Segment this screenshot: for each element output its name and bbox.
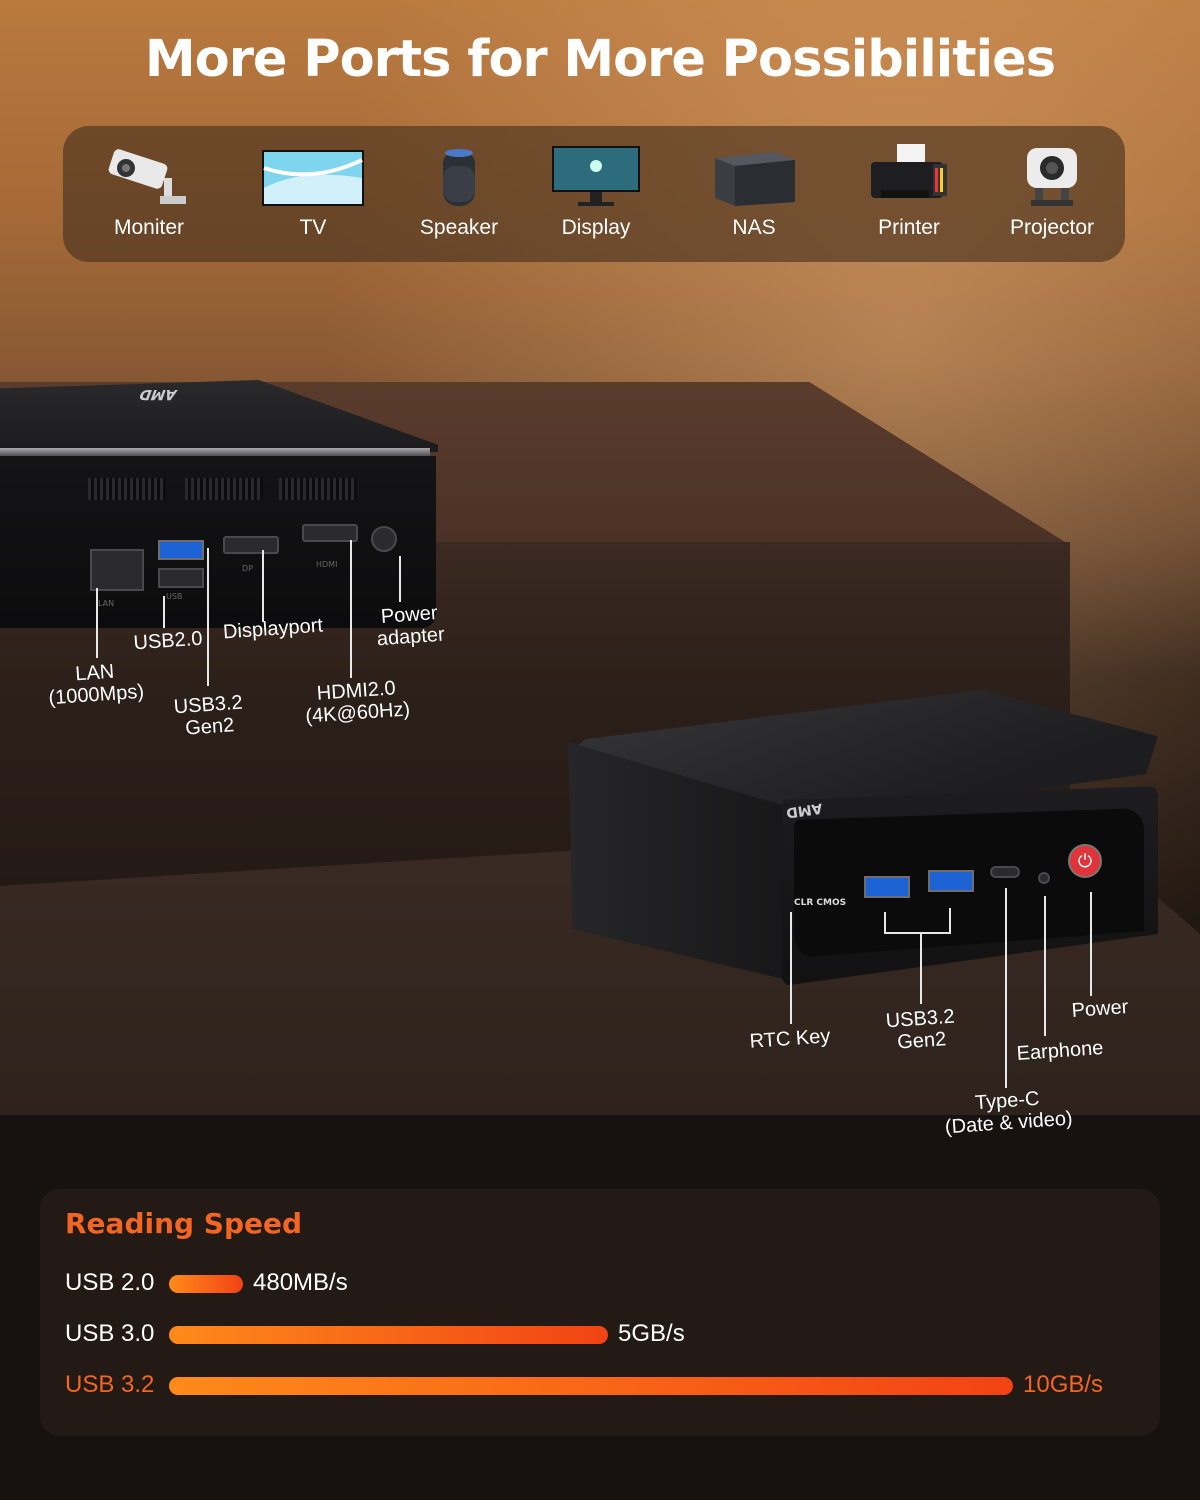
callout-line — [96, 588, 98, 658]
device-label: Projector — [1009, 216, 1095, 239]
device-label: Printer — [878, 216, 940, 239]
speed-row: USB 2.0 480MB/s — [40, 1269, 1160, 1299]
tv-icon — [248, 142, 378, 208]
printer-icon — [844, 142, 974, 208]
usb32-port — [158, 540, 204, 560]
dp-print: DP — [242, 564, 253, 573]
speed-row-label: USB 3.2 — [65, 1371, 155, 1398]
usb-print: USB — [166, 592, 183, 601]
vent — [185, 478, 263, 500]
vent — [88, 478, 166, 500]
callout-line — [884, 932, 951, 934]
callout-line — [163, 596, 165, 628]
callout-line — [207, 548, 209, 686]
callout-line — [350, 540, 352, 678]
displayport-port — [223, 536, 279, 554]
device-label: NAS — [732, 216, 776, 239]
monitor-icon — [531, 142, 661, 208]
earphone-jack — [1038, 872, 1050, 884]
callout-line — [790, 912, 792, 1024]
vent — [279, 478, 357, 500]
device-item: Speaker — [394, 142, 524, 240]
smart-speaker-icon — [394, 142, 524, 208]
speed-bar — [169, 1326, 608, 1344]
usb32-front-callout: USB3.2 Gen2 — [885, 1005, 956, 1054]
mini-pc-rear: LAN USB DP HDMI AMD — [0, 380, 438, 628]
callout-line — [399, 556, 401, 602]
power-adapter-callout: Power adapter — [376, 602, 446, 651]
power-icon: ⏻ — [1068, 844, 1102, 878]
speed-row-label: USB 2.0 — [65, 1269, 155, 1296]
reading-speed-panel: Reading Speed USB 2.0 480MB/s USB 3.0 5G… — [40, 1189, 1160, 1436]
usb32-rear-callout: USB3.2 Gen2 — [173, 691, 244, 740]
hdmi-port — [302, 524, 358, 542]
device-panel: Moniter TV Speaker Display NAS — [63, 126, 1125, 262]
lan-port — [90, 549, 144, 591]
mini-pc-front: CLR CMOS ⏻ AMD — [568, 690, 1158, 986]
device-item: Display — [531, 142, 661, 240]
power-jack — [371, 526, 397, 552]
device-item: Projector — [987, 142, 1117, 240]
device-label: TV — [299, 216, 327, 239]
hdmi-callout: HDMI2.0 (4K@60Hz) — [304, 677, 411, 728]
callout-line — [884, 912, 886, 934]
speed-bar — [169, 1377, 1013, 1395]
speed-row: USB 3.0 5GB/s — [40, 1320, 1160, 1350]
front-usb32-port-1 — [864, 876, 910, 898]
callout-line — [1005, 888, 1007, 1088]
amd-logo: AMD — [137, 386, 180, 402]
front-port-frame: CLR CMOS ⏻ — [794, 808, 1144, 958]
speed-value: 5GB/s — [618, 1320, 685, 1347]
mini-pc-rear-top — [0, 380, 438, 452]
type-c-port — [990, 866, 1020, 878]
lan-callout: LAN (1000Mps) — [47, 660, 145, 710]
device-item: NAS — [689, 142, 819, 240]
security-camera-icon — [84, 142, 214, 208]
speed-value: 480MB/s — [253, 1269, 348, 1296]
callout-line — [1090, 892, 1092, 996]
mini-pc-rear-edge — [0, 448, 430, 458]
device-label: Speaker — [419, 216, 499, 239]
front-usb32-port-2 — [928, 870, 974, 892]
device-label: Display — [561, 216, 631, 239]
lan-print: LAN — [98, 599, 115, 608]
device-label: Moniter — [113, 216, 185, 239]
mini-pc-rear-panel: LAN USB DP HDMI — [0, 456, 436, 628]
usb20-port — [158, 568, 204, 588]
device-item: Printer — [844, 142, 974, 240]
speed-row: USB 3.2 10GB/s — [40, 1371, 1160, 1401]
power-callout: Power — [1070, 996, 1130, 1022]
callout-line — [1044, 896, 1046, 1036]
callout-line — [949, 908, 951, 934]
device-item: Moniter — [84, 142, 214, 240]
clr-cmos-label: CLR CMOS — [794, 898, 847, 908]
reading-speed-title: Reading Speed — [65, 1207, 303, 1240]
projector-icon — [987, 142, 1117, 208]
callout-line — [920, 932, 922, 1004]
nas-icon — [689, 142, 819, 208]
speed-value: 10GB/s — [1023, 1371, 1104, 1398]
device-item: TV — [248, 142, 378, 240]
speed-bar — [169, 1275, 243, 1293]
speed-row-label: USB 3.0 — [65, 1320, 155, 1347]
callout-line — [262, 550, 264, 622]
page-title: More Ports for More Possibilities — [144, 30, 1056, 89]
hdmi-print: HDMI — [316, 560, 338, 569]
